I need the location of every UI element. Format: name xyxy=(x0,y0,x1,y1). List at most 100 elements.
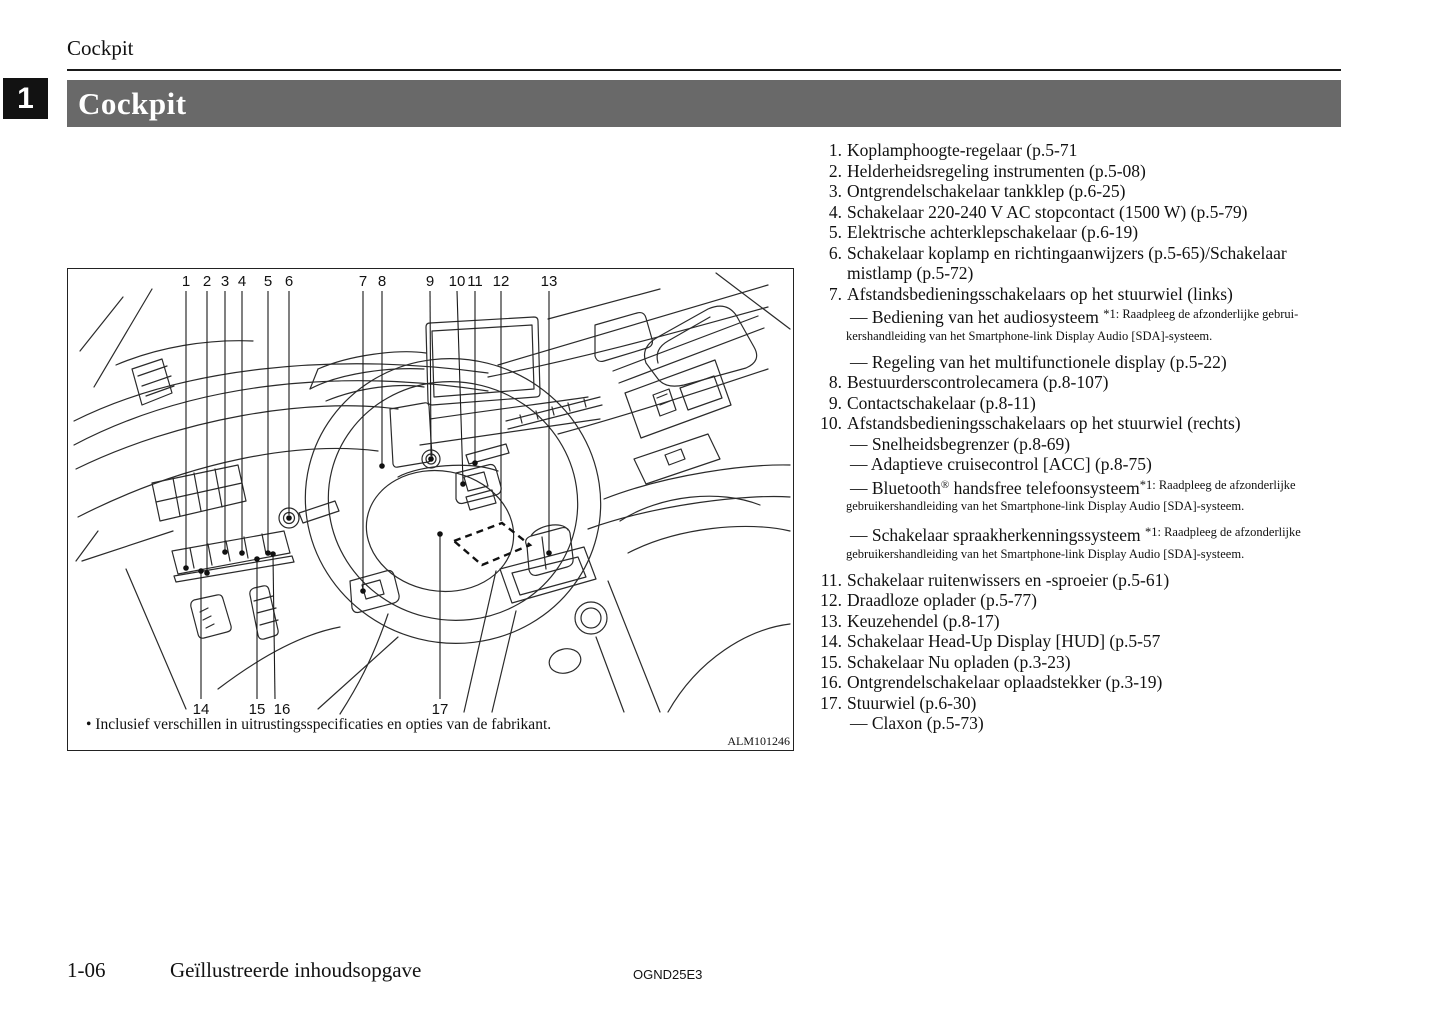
legend-item-text: Ontgrendelschakelaar oplaadstekker (p.3-… xyxy=(847,672,1163,692)
legend-item-text: Stuurwiel (p.6-30) xyxy=(847,692,977,713)
callout-label: 12 xyxy=(493,273,510,290)
legend-item-number: 15. xyxy=(820,651,842,672)
callout-label: 13 xyxy=(541,273,558,290)
legend-item-number: 2. xyxy=(828,160,842,181)
legend-item-text: Schakelaar ruitenwissers en -sproeier (p… xyxy=(847,569,1170,590)
legend-item-number: 3. xyxy=(828,181,842,201)
callout-label: 10 xyxy=(449,273,466,290)
legend-item-text: Schakelaar Head-Up Display [HUD] (p.5-57 xyxy=(847,631,1161,651)
callout-label: 2 xyxy=(203,273,211,290)
callout-label: 5 xyxy=(264,273,272,290)
footnote-reference: *1: Raadpleeg de afzonderlijke xyxy=(1144,525,1301,539)
callout-label: 8 xyxy=(378,273,386,290)
legend-item-text: Afstandsbedieningsschakelaars op het stu… xyxy=(847,283,1233,304)
footnote-continuation: gebruikershandleiding van het Smartphone… xyxy=(846,546,1245,561)
figure-code: ALM101246 xyxy=(727,734,790,748)
legend-item: 5.Elektrische achterklepschakelaar (p.6-… xyxy=(817,222,1342,243)
legend-item-number: 10. xyxy=(820,413,842,433)
callout-label: 11 xyxy=(467,273,483,290)
legend-subitem: — Schakelaar spraakherkenningssysteem *1… xyxy=(846,522,1342,563)
callout-label: 17 xyxy=(432,701,449,718)
legend-item: 6.Schakelaar koplamp en richtingaanwijze… xyxy=(817,243,1342,284)
legend-subitem: — Claxon (p.5-73) xyxy=(850,713,984,733)
page-number: 1-06 xyxy=(67,958,106,982)
callout-label: 3 xyxy=(221,273,229,290)
callout-label: 6 xyxy=(285,273,293,290)
legend-item-text: Schakelaar Nu opladen (p.3-23) xyxy=(847,651,1071,672)
figure-note: • Inclusief verschillen in uitrustingssp… xyxy=(86,716,552,733)
legend-subitem: — Regeling van het multifunctionele disp… xyxy=(850,351,1227,372)
footnote-reference: *1: Raadpleeg de afzonderlijke gebrui- xyxy=(1103,307,1299,321)
footnote-continuation: gebruikershandleiding van het Smartphone… xyxy=(846,499,1245,513)
legend-item: 8.Bestuurderscontrolecamera (p.8-107) xyxy=(817,372,1342,393)
legend-item-number: 13. xyxy=(820,610,842,631)
legend-item-text: Bestuurderscontrolecamera (p.8-107) xyxy=(847,372,1109,392)
legend-item: 4.Schakelaar 220-240 V AC stopcontact (1… xyxy=(817,202,1342,223)
legend-item: 11.Schakelaar ruitenwissers en -sproeier… xyxy=(817,570,1342,591)
callout-label: 16 xyxy=(274,701,291,718)
callout-target-dots xyxy=(183,456,552,594)
legend-item-text: Koplamphoogte-regelaar (p.5-71 xyxy=(847,140,1078,160)
legend-item-text: Schakelaar koplamp en richtingaanwijzers… xyxy=(847,242,1287,284)
header-rule xyxy=(67,69,1341,71)
footnote-reference: *1: Raadpleeg de afzonderlijke xyxy=(1139,477,1296,492)
legend-item-number: 8. xyxy=(828,372,842,392)
legend-item-text: Afstandsbedieningsschakelaars op het stu… xyxy=(847,413,1241,433)
legend-item-text: Keuzehendel (p.8-17) xyxy=(847,610,1000,631)
legend-item: 3.Ontgrendelschakelaar tankklep (p.6-25) xyxy=(817,181,1342,202)
legend-item-text: Elektrische achterklepschakelaar (p.6-19… xyxy=(847,222,1139,242)
legend-item: 14.Schakelaar Head-Up Display [HUD] (p.5… xyxy=(817,631,1342,652)
section-banner: Cockpit xyxy=(67,80,1341,127)
dashboard-line-art xyxy=(73,272,791,715)
legend-item-number: 4. xyxy=(828,201,842,222)
running-header: Cockpit xyxy=(67,36,134,60)
legend-item: 1.Koplamphoogte-regelaar (p.5-71 xyxy=(817,140,1342,161)
callout-label: 1 xyxy=(182,273,190,290)
legend-item-number: 16. xyxy=(820,672,842,692)
legend-subitem: — Bluetooth® handsfree telefoonsysteem*1… xyxy=(846,475,1342,516)
legend-subitem: — Bediening van het audiosysteem *1: Raa… xyxy=(846,304,1342,345)
legend-item-number: 17. xyxy=(820,692,842,713)
callout-label: 14 xyxy=(193,701,210,718)
legend-subitem: — Snelheidsbegrenzer (p.8-69) xyxy=(850,433,1071,454)
section-title: Cockpit xyxy=(78,85,187,121)
legend-item: 9.Contactschakelaar (p.8-11) xyxy=(817,393,1342,414)
legend-item-number: 1. xyxy=(828,140,842,160)
legend-item: 13.Keuzehendel (p.8-17) xyxy=(817,611,1342,632)
legend-item-text: Helderheidsregeling instrumenten (p.5-08… xyxy=(847,160,1146,181)
legend-item-number: 12. xyxy=(820,590,842,610)
legend-item-text: Ontgrendelschakelaar tankklep (p.6-25) xyxy=(847,181,1126,201)
callout-label: 7 xyxy=(359,273,367,290)
legend-item: 10.Afstandsbedieningsschakelaars op het … xyxy=(817,413,1342,434)
legend-item: 15.Schakelaar Nu opladen (p.3-23) xyxy=(817,652,1342,673)
legend-item-number: 11. xyxy=(820,569,842,590)
legend-subitem: — Adaptieve cruisecontrol [ACC] (p.8-75) xyxy=(850,454,1152,474)
legend-item: 12.Draadloze oplader (p.5-77) xyxy=(817,590,1342,611)
legend-item: 17.Stuurwiel (p.6-30) xyxy=(817,693,1342,714)
footer-section-title: Geïllustreerde inhoudsopgave xyxy=(170,958,422,982)
wireless-charger-dashed-outline xyxy=(451,521,533,567)
legend-item-number: 14. xyxy=(820,631,842,651)
legend-item-text: Schakelaar 220-240 V AC stopcontact (150… xyxy=(847,201,1248,222)
footnote-continuation: kershandleiding van het Smartphone-link … xyxy=(846,328,1213,343)
callout-label: 15 xyxy=(249,701,266,718)
legend-item-text: Contactschakelaar (p.8-11) xyxy=(847,392,1036,413)
legend-item-number: 9. xyxy=(828,392,842,413)
callout-leader-lines xyxy=(185,290,550,700)
legend-item: 7.Afstandsbedieningsschakelaars op het s… xyxy=(817,284,1342,305)
registered-mark: ® xyxy=(940,478,950,491)
doc-code: OGND25E3 xyxy=(633,967,703,982)
chapter-number-tab: 1 xyxy=(3,78,48,119)
legend-item-number: 5. xyxy=(828,222,842,242)
legend-item: 16.Ontgrendelschakelaar oplaadstekker (p… xyxy=(817,672,1342,693)
legend-item-number: 7. xyxy=(828,283,842,304)
callout-label: 9 xyxy=(426,273,434,290)
legend-item-number: 6. xyxy=(828,242,842,263)
callout-label: 4 xyxy=(238,273,246,290)
legend-item-text: Draadloze oplader (p.5-77) xyxy=(847,590,1037,610)
